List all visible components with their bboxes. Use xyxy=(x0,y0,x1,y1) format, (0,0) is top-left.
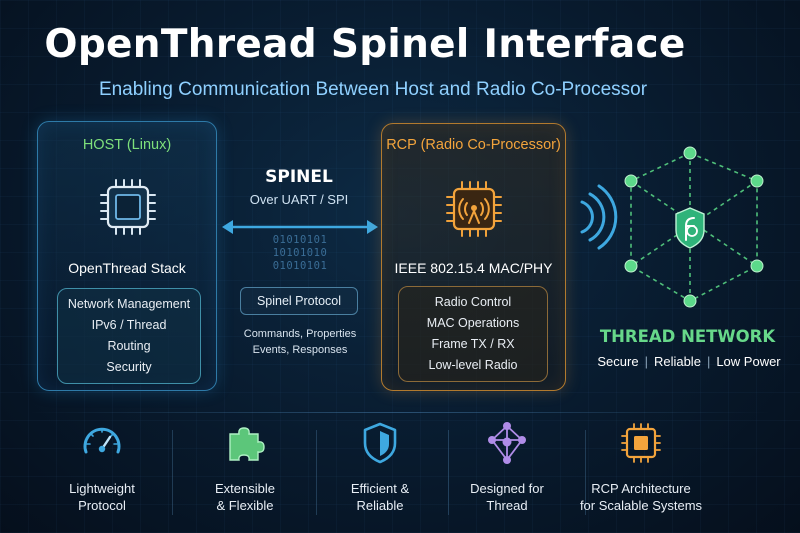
radio-chip-icon xyxy=(446,181,502,237)
host-stack-label: OpenThread Stack xyxy=(68,260,186,276)
rcp-title: RCP (Radio Co-Processor) xyxy=(386,137,561,153)
divider xyxy=(30,412,770,413)
list-item: Low-level Radio xyxy=(428,358,518,372)
rcp-layer-label: IEEE 802.15.4 MAC/PHY xyxy=(394,260,553,276)
host-function-list: Network Management IPv6 / Thread Routing… xyxy=(57,288,201,384)
feature-lightweight: Lightweight Protocol xyxy=(27,420,177,525)
chip-icon xyxy=(621,423,661,463)
list-item: IPv6 / Thread xyxy=(91,318,167,332)
thread-network-title: THREAD NETWORK xyxy=(599,327,776,346)
feature-row: Lightweight Protocol Extensible & Flexib… xyxy=(0,420,800,525)
list-item: Radio Control xyxy=(434,295,512,309)
spinel-transport: Over UART / SPI xyxy=(249,192,349,207)
tag-secure: Secure xyxy=(597,354,639,369)
feature-efficient: Efficient & Reliable xyxy=(305,420,455,525)
thread-network-tags: Secure|Reliable|Low Power xyxy=(597,354,781,369)
puzzle-icon xyxy=(229,427,265,461)
rcp-function-list: Radio Control MAC Operations Frame TX / … xyxy=(398,286,548,382)
list-item: MAC Operations xyxy=(426,316,520,330)
feature-designed-for-thread: Designed for Thread xyxy=(432,420,582,525)
list-item: Routing xyxy=(107,339,151,353)
page-subtitle: Enabling Communication Between Host and … xyxy=(98,79,648,100)
spinel-protocol-box: Spinel Protocol xyxy=(240,287,358,315)
gauge-icon xyxy=(83,427,121,454)
mesh-icon xyxy=(488,422,526,464)
list-item: Network Management xyxy=(67,297,191,311)
radio-waves-icon xyxy=(580,184,618,250)
rcp-panel: RCP (Radio Co-Processor) IEEE 802.15.4 M… xyxy=(381,123,566,391)
host-title: HOST (Linux) xyxy=(82,137,172,153)
bidirectional-arrow-icon xyxy=(222,220,378,234)
binary-stream: 01010101 10101010 01010101 xyxy=(272,234,328,272)
cpu-chip-icon xyxy=(100,179,156,235)
page-title: OpenThread Spinel Interface xyxy=(44,22,686,67)
spinel-title: SPINEL xyxy=(265,167,333,187)
tag-reliable: Reliable xyxy=(653,354,701,369)
feature-rcp-architecture: RCP Architecture for Scalable Systems xyxy=(566,420,716,525)
tag-low-power: Low Power xyxy=(716,354,781,369)
host-panel: HOST (Linux) OpenThread Stack Network Ma… xyxy=(37,121,217,391)
feature-extensible: Extensible & Flexible xyxy=(170,420,320,525)
thread-network-diagram xyxy=(580,146,764,308)
list-item: Frame TX / RX xyxy=(431,337,515,351)
list-item: Security xyxy=(106,360,152,374)
thread-logo-icon xyxy=(675,207,705,249)
shield-icon xyxy=(363,422,397,464)
spinel-protocol-desc: Commands, Properties Events, Responses xyxy=(243,328,357,356)
